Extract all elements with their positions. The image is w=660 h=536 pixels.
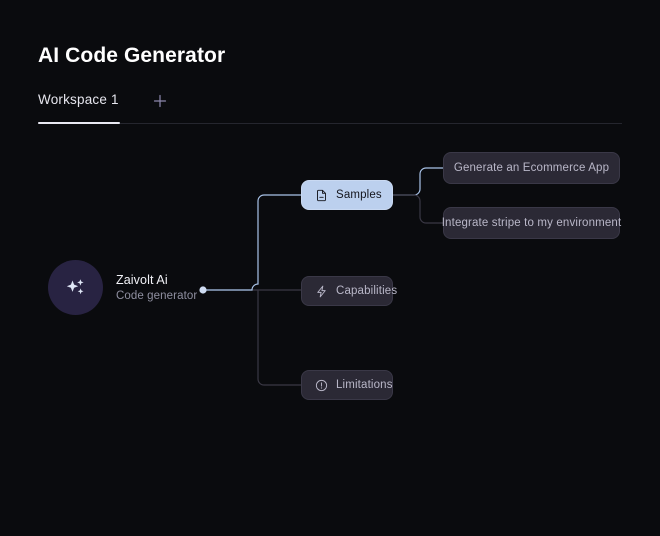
- node-limitations-label: Limitations: [336, 379, 393, 391]
- node-samples[interactable]: Samples: [301, 180, 393, 210]
- plus-icon: [153, 94, 167, 108]
- node-sample-integrate-stripe[interactable]: Integrate stripe to my environment: [441, 207, 622, 239]
- mindmap-canvas: Zaivolt Ai Code generator Samples Capabi…: [0, 130, 660, 536]
- root-node-zaivolt-ai[interactable]: Zaivolt Ai Code generator: [48, 260, 197, 315]
- workspace-tabbar: Workspace 1: [38, 92, 622, 124]
- root-node-title: Zaivolt Ai: [116, 273, 168, 287]
- page-title: AI Code Generator: [38, 44, 226, 67]
- root-connector-dot: [199, 286, 207, 294]
- node-samples-label: Samples: [336, 189, 382, 201]
- node-sample-1-label: Generate an Ecommerce App: [453, 162, 610, 174]
- lightning-icon: [315, 285, 328, 298]
- root-node-subtitle: Code generator: [116, 290, 198, 302]
- tabbar-divider: [38, 123, 622, 124]
- mindmap-edges: [199, 167, 443, 386]
- avatar: [48, 260, 103, 315]
- file-minus-icon: [315, 189, 328, 202]
- node-sample-generate-ecommerce-app[interactable]: Generate an Ecommerce App: [443, 152, 620, 184]
- alert-circle-icon: [315, 379, 328, 392]
- root-node-text: Zaivolt Ai Code generator: [116, 273, 197, 302]
- sparkles-icon: [66, 278, 84, 294]
- node-capabilities[interactable]: Capabilities: [301, 276, 397, 306]
- node-limitations[interactable]: Limitations: [301, 370, 393, 400]
- node-capabilities-label: Capabilities: [336, 285, 398, 297]
- add-workspace-button[interactable]: [148, 89, 172, 113]
- tab-workspace-1[interactable]: Workspace 1: [38, 92, 119, 107]
- tab-active-underline: [38, 122, 120, 124]
- node-sample-2-label: Integrate stripe to my environment: [441, 217, 622, 229]
